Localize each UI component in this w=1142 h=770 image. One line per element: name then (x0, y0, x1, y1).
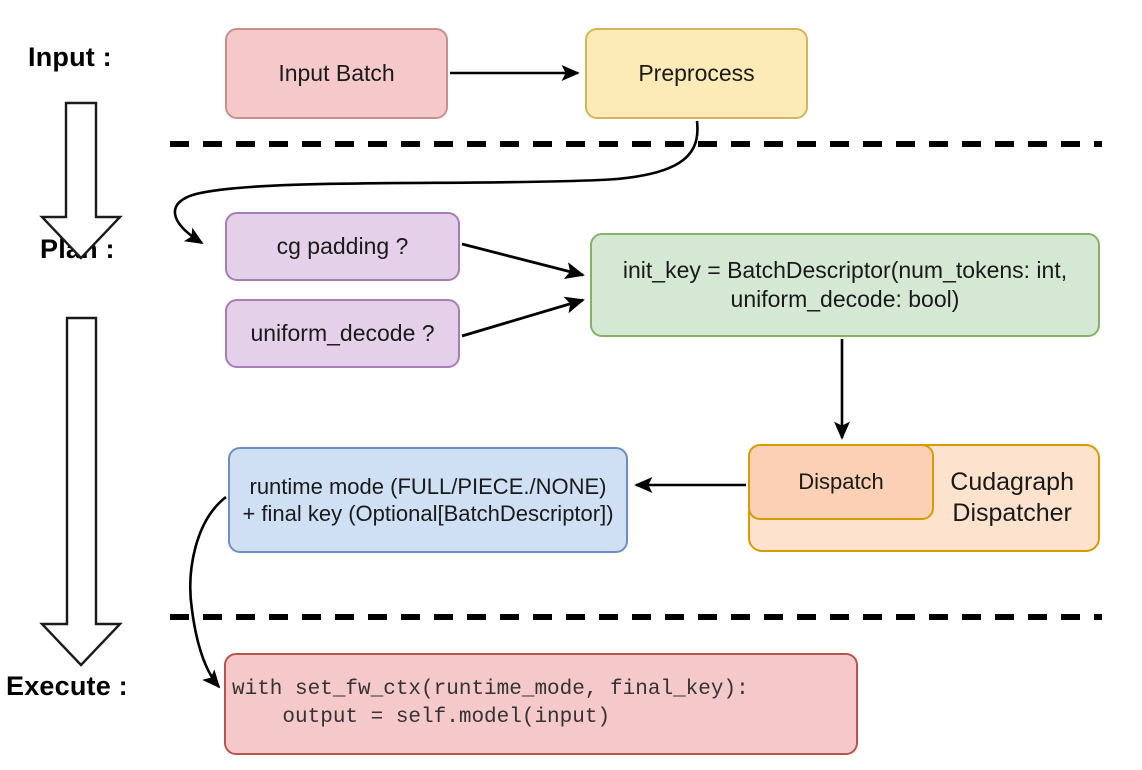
node-code-block[interactable]: with set_fw_ctx(runtime_mode, final_key)… (224, 653, 858, 755)
edge-runtime-mode-to-code-block (189, 495, 227, 689)
node-preprocess[interactable]: Preprocess (585, 28, 808, 119)
node-init-key[interactable]: init_key = BatchDescriptor(num_tokens: i… (590, 233, 1100, 337)
node-preprocess-label: Preprocess (638, 60, 755, 87)
node-uniform-decode-label: uniform_decode ? (250, 320, 435, 347)
node-runtime-mode[interactable]: runtime mode (FULL/PIECE./NONE) + final … (228, 447, 628, 553)
node-dispatch-label: Dispatch (798, 469, 884, 495)
node-cg-padding[interactable]: cg padding ? (225, 212, 460, 281)
edge-cg-padding-to-init-key (461, 242, 585, 279)
stage-label-execute: Execute : (6, 671, 128, 701)
plan-to-execute-arrow (39, 316, 123, 667)
stage-label-input: Input : (28, 42, 112, 72)
node-input-batch[interactable]: Input Batch (225, 28, 448, 119)
node-cudagraph-dispatcher-label: Cudagraph Dispatcher (950, 467, 1074, 527)
node-code-block-label: with set_fw_ctx(runtime_mode, final_key)… (232, 677, 749, 729)
stage-label-plan: Plan : (40, 234, 115, 264)
node-init-key-label: init_key = BatchDescriptor(num_tokens: i… (622, 257, 1068, 312)
node-cg-padding-label: cg padding ? (276, 233, 409, 260)
node-uniform-decode[interactable]: uniform_decode ? (225, 299, 460, 368)
node-runtime-mode-label: runtime mode (FULL/PIECE./NONE) + final … (242, 473, 614, 527)
edge-uniform-decode-to-init-key (461, 296, 585, 338)
node-dispatch[interactable]: Dispatch (748, 444, 934, 520)
node-input-batch-label: Input Batch (278, 60, 395, 87)
